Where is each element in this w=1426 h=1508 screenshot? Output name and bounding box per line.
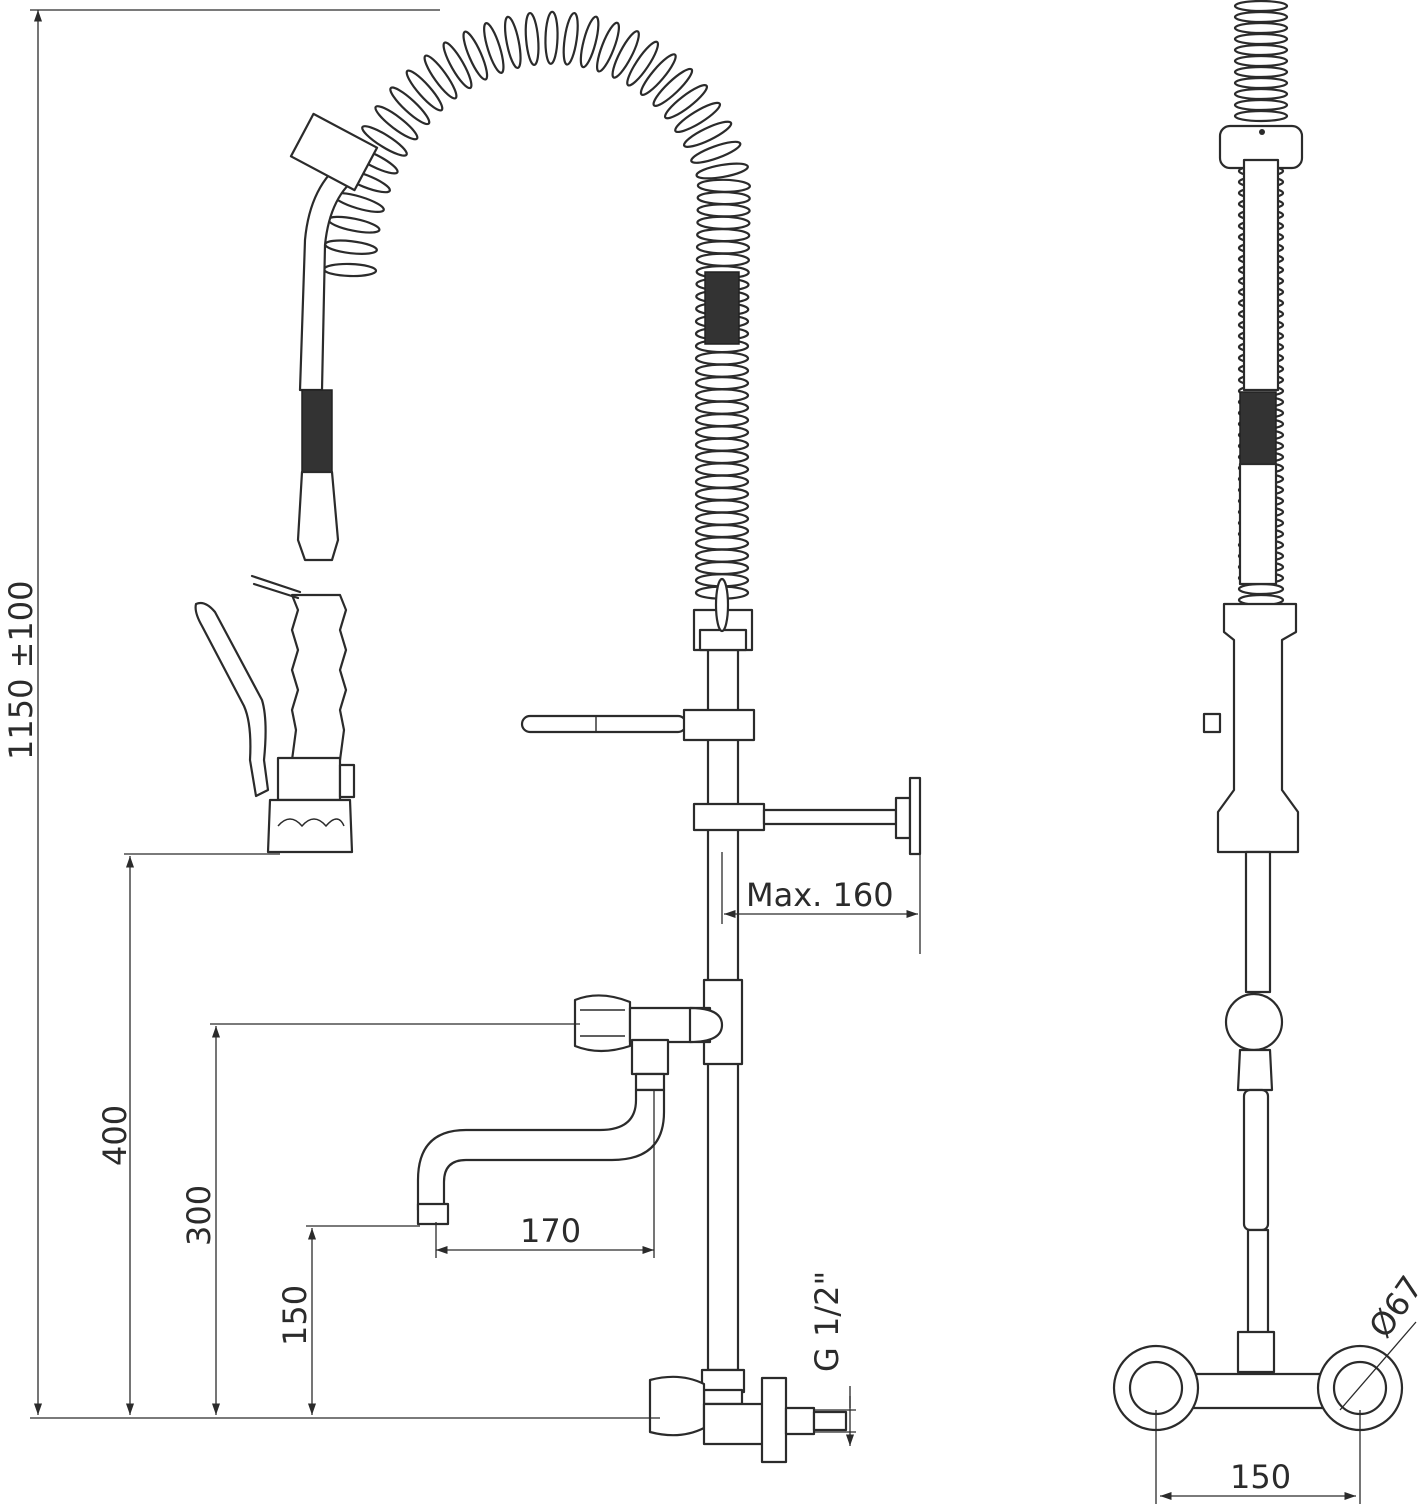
front-coil-turn: [1237, 582, 1285, 596]
coil-turn: [694, 486, 750, 502]
coil-turn: [696, 203, 751, 218]
coil-turn: [327, 215, 381, 234]
front-coil-turn: [1233, 109, 1289, 123]
front-coil-turn: [1233, 10, 1289, 24]
dimension-lines: [30, 9, 1417, 1504]
front-view: [1112, 0, 1404, 1432]
coil-turn: [674, 101, 722, 134]
coil-turn: [694, 351, 750, 366]
mixer-valve: [573, 994, 724, 1092]
dim-connection-thread: G 1/2": [808, 1271, 846, 1372]
front-mixer-neck: [1236, 1048, 1274, 1092]
coil-turn: [694, 536, 750, 551]
coil-turn: [626, 40, 660, 87]
coil-turn: [714, 577, 730, 633]
coil-turn: [696, 190, 751, 206]
swivel-spout: [416, 1088, 666, 1226]
front-hose: [1242, 158, 1280, 392]
front-coil-turn: [1233, 76, 1289, 90]
coil-turn: [544, 10, 559, 65]
bottom-connector: [648, 1368, 848, 1464]
front-grip: [1239, 391, 1277, 465]
coil-turn: [694, 376, 750, 391]
coil-turn: [324, 239, 378, 255]
coil-turn: [694, 437, 750, 452]
riser-pipe: [692, 608, 754, 1372]
dim-spout-reach: 170: [520, 1212, 581, 1250]
spring-coil: [322, 10, 751, 633]
front-coil-turn: [1233, 98, 1289, 112]
coil-turn: [663, 84, 709, 120]
coil-grip: [704, 271, 740, 345]
coil-turn: [695, 240, 751, 255]
front-coil-turn: [1233, 54, 1289, 68]
front-coil-turn: [1233, 87, 1289, 101]
front-valve-body: [1216, 602, 1300, 854]
dim-spray-valve-height: 400: [96, 1105, 134, 1166]
left-nut: [1128, 1360, 1184, 1416]
front-coil-turn: [1233, 43, 1289, 57]
dim-spout-height: 150: [276, 1285, 314, 1346]
coil-turn: [389, 86, 431, 126]
coil-turn: [694, 400, 750, 415]
coil-turn: [696, 227, 751, 243]
coil-turn: [322, 262, 378, 278]
coil-turn: [694, 523, 750, 539]
coil-turn: [694, 548, 750, 563]
coil-turn: [695, 162, 749, 180]
coil-turn: [694, 388, 750, 403]
coil-turn: [694, 425, 750, 440]
coil-turn: [694, 449, 750, 465]
coil-turn: [611, 30, 640, 79]
coil-turn: [503, 15, 522, 70]
coil-turn: [462, 30, 489, 81]
front-gun-body: [1238, 462, 1278, 586]
coil-turn: [405, 69, 444, 112]
coil-turn: [562, 11, 579, 66]
coil-turn: [694, 363, 750, 378]
dim-total-height: 1150 ±100: [2, 581, 40, 761]
side-view: [194, 10, 922, 1464]
coil-turn: [694, 560, 750, 576]
coil-turn: [694, 499, 750, 514]
wall-bracket: [692, 776, 922, 856]
dim-center-distance: 150: [1230, 1458, 1291, 1496]
coil-turn: [694, 413, 750, 428]
front-spout: [1242, 1088, 1270, 1232]
coil-turn: [696, 215, 751, 230]
front-mixer-knob: [1224, 992, 1284, 1052]
coil-turn: [374, 105, 419, 141]
dim-flange-diameter: Ø67: [1361, 1269, 1426, 1345]
coil-turn: [442, 41, 473, 90]
front-ring-hole: [1259, 129, 1265, 135]
front-coil-turn: [1233, 32, 1289, 46]
coil-turn: [524, 11, 540, 67]
front-riser: [1244, 850, 1272, 994]
coil-turn: [694, 511, 750, 526]
coil-turn: [361, 125, 408, 157]
swing-arm: [520, 708, 756, 742]
front-coil-turn: [1233, 21, 1289, 35]
coil-turn: [696, 178, 751, 193]
coil-turn: [423, 54, 458, 100]
coil-turn: [682, 120, 733, 148]
coil-turn: [694, 474, 750, 489]
coil-turn: [690, 140, 742, 164]
dim-bracket-max: Max. 160: [746, 876, 894, 914]
coil-turn: [639, 53, 677, 96]
front-coil-turn: [1233, 0, 1289, 13]
front-coil-turn: [1233, 65, 1289, 79]
coil-turn: [579, 15, 600, 69]
coil-turn: [694, 462, 750, 477]
coil-turn: [595, 21, 621, 73]
coil-turn: [652, 67, 694, 107]
front-arm-stub: [1202, 712, 1222, 734]
right-nut: [1332, 1360, 1388, 1416]
coil-turn: [483, 22, 505, 74]
coil-turn: [695, 252, 750, 267]
front-joint: [1236, 1330, 1276, 1374]
dim-mixer-height: 300: [180, 1185, 218, 1246]
spray-gun: [194, 112, 379, 854]
